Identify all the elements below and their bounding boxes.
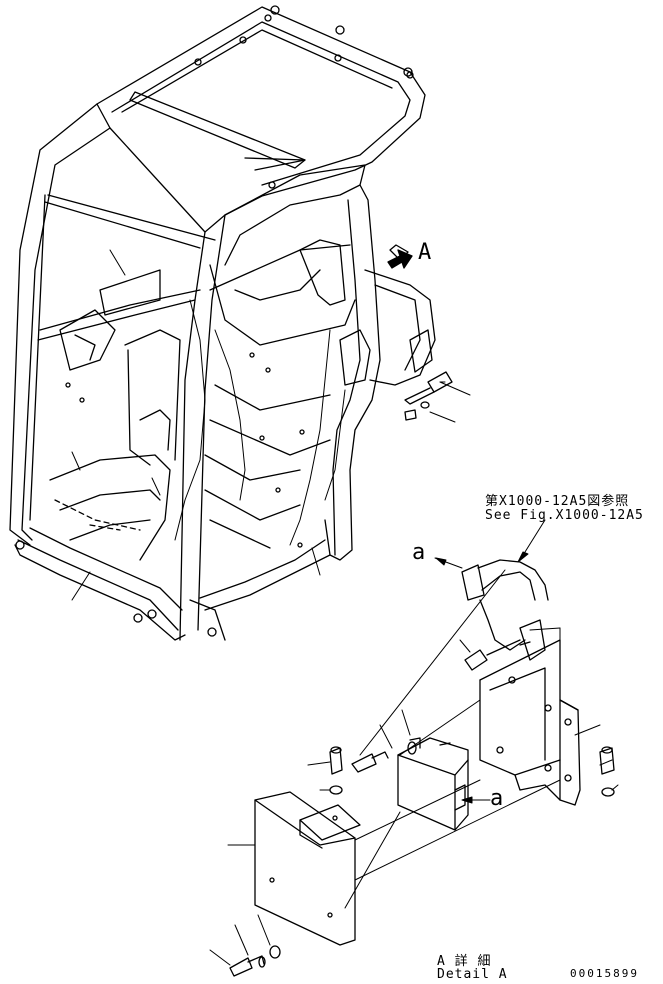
detail-title-jp: A 詳 細 — [437, 954, 492, 969]
bolt-right — [599, 746, 615, 797]
bolt-left-mid — [351, 741, 417, 773]
bolt-left-upper — [329, 746, 343, 795]
reference-label-en: See Fig.X1000-12A5 — [485, 508, 644, 523]
view-a-arrow — [387, 249, 413, 269]
wiring-connector — [461, 559, 549, 671]
cab-roof — [96, 6, 426, 233]
drawing-number: 00015899 — [570, 967, 639, 980]
cover-plate — [254, 791, 361, 946]
cab-bolt — [404, 371, 453, 421]
cab-leaders — [71, 249, 471, 601]
controller-bracket — [479, 639, 581, 806]
cab-frame — [9, 5, 436, 641]
detail-leaders — [209, 569, 619, 966]
connection-mark-a-lower: a — [490, 786, 504, 811]
reference-arrow — [434, 519, 546, 804]
connection-mark-a-upper: a — [412, 540, 426, 565]
bolt-bottom — [229, 945, 281, 977]
reference-label-jp: 第X1000-12A5図参照 — [485, 494, 630, 509]
view-a-label: A — [418, 240, 432, 265]
detail-title-en: Detail A — [437, 967, 508, 982]
controller-unit — [397, 737, 469, 831]
